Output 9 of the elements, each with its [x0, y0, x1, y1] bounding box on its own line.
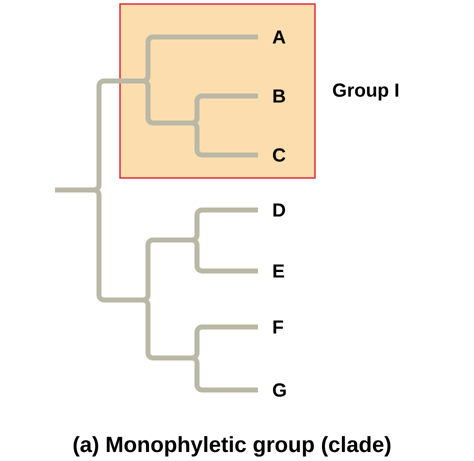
taxon-label: D: [273, 204, 286, 216]
taxon-label: A: [272, 30, 286, 44]
taxon-label: G: [272, 383, 286, 397]
taxon-label: E: [273, 264, 284, 278]
taxon-label: F: [273, 320, 284, 334]
node-label: Group I: [332, 83, 398, 101]
caption: (a) Monophyletic group (clade): [74, 436, 390, 457]
taxon-label: B: [273, 90, 286, 102]
taxon-label: C: [272, 148, 286, 162]
